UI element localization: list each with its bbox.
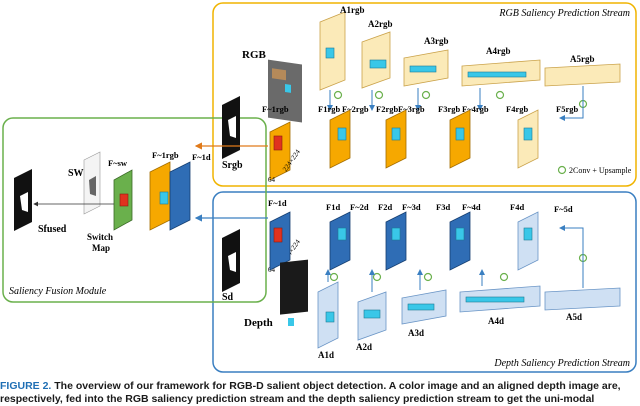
depth-feature-label-8: F4d xyxy=(510,202,524,212)
rgb-feature-label-7: F~4rgb xyxy=(462,104,489,114)
depth-feature-label-1: F~1d xyxy=(268,198,287,208)
depth-feature-label-6: F3d xyxy=(436,202,450,212)
rgb-upsample-node-4 xyxy=(495,90,505,100)
fusion-module-frame xyxy=(2,117,267,303)
caption-text: The overview of our framework for RGB-D … xyxy=(0,380,621,405)
rgb-feature-label-1: F~1rgb xyxy=(262,104,289,114)
depth-input-label: Depth xyxy=(244,317,273,329)
depth-input-image xyxy=(280,259,308,326)
rgb-upsample-node-2 xyxy=(374,90,384,100)
depth-encoder-block-3 xyxy=(401,289,447,325)
fusion-module-title: Saliency Fusion Module xyxy=(9,286,107,297)
depth-upsample-node-1 xyxy=(329,272,339,282)
depth-output-label: Sd xyxy=(222,292,234,303)
depth-encoder-label-1: A1d xyxy=(318,350,334,360)
rgb-encoder-block-5 xyxy=(544,63,621,87)
fusion-depth-block xyxy=(169,161,191,231)
depth-feature-label-7: F~4d xyxy=(462,202,481,212)
rgb-feature-label-5: F~3rgb xyxy=(398,104,425,114)
switch-map-label-1: Switch xyxy=(87,232,113,242)
fusion-rgb-block xyxy=(149,161,171,231)
depth-decoder-block-2 xyxy=(329,211,351,271)
depth-encoder-block-5 xyxy=(544,287,621,311)
rgb-decoder-block-1 xyxy=(269,121,291,181)
rgb-decoder-block-4 xyxy=(449,109,471,169)
depth-feature-label-3: F~2d xyxy=(350,202,369,212)
switch-map-label-2: Map xyxy=(92,243,110,253)
depth-decoder-block-3 xyxy=(385,211,407,271)
framework-diagram: RGB Saliency Prediction Stream Depth Sal… xyxy=(2,2,637,373)
rgb-feature-label-8: F4rgb xyxy=(506,104,528,114)
depth-upsample-node-2 xyxy=(372,272,382,282)
rgb-feature-label-9: F5rgb xyxy=(556,104,578,114)
depth-feature-label-9: F~5d xyxy=(554,204,573,214)
rgb-upsample-node-3 xyxy=(421,90,431,100)
depth-encoder-block-1 xyxy=(317,281,339,349)
caption-label: FIGURE 2. xyxy=(0,380,52,392)
rgb-encoder-label-2: A2rgb xyxy=(368,19,393,29)
rgb-stream-frame xyxy=(212,2,637,187)
fusion-feature-label-sw: F~sw xyxy=(108,158,128,168)
depth-upsample-node-4 xyxy=(499,272,509,282)
fusion-feature-label-rgb: F~1rgb xyxy=(152,150,179,160)
rgb-encoder-block-4 xyxy=(461,59,541,87)
rgb-decoder-block-2 xyxy=(329,109,351,169)
depth-channels-label: 64 xyxy=(268,266,276,274)
depth-upsample-nodes xyxy=(329,253,588,282)
fused-output-label: Sfused xyxy=(38,224,67,235)
rgb-upsample-node-1 xyxy=(333,90,343,100)
rgb-encoder-label-1: A1rgb xyxy=(340,5,365,15)
rgb-feature-label-6: F3rgb xyxy=(438,104,460,114)
upsample-legend-icon xyxy=(557,165,567,175)
depth-feature-label-4: F2d xyxy=(378,202,392,212)
rgb-channels-label: 64 xyxy=(268,176,276,184)
depth-decoder-block-4 xyxy=(449,211,471,271)
rgb-encoder-block-3 xyxy=(403,49,449,87)
depth-encoder-label-3: A3d xyxy=(408,328,424,338)
rgb-output-label: Srgb xyxy=(222,160,243,171)
figure-caption: FIGURE 2. The overview of our framework … xyxy=(0,380,640,406)
rgb-feature-label-4: F2rgb xyxy=(376,104,398,114)
rgb-feature-label-2: F1rgb xyxy=(318,104,340,114)
rgb-encoder-label-5: A5rgb xyxy=(570,54,595,64)
rgb-decoder-block-3 xyxy=(385,109,407,169)
rgb-upsample-nodes xyxy=(333,90,588,109)
depth-stream-title: Depth Saliency Prediction Stream xyxy=(493,358,630,369)
rgb-encoder-block-1 xyxy=(319,11,346,91)
rgb-encoder-label-4: A4rgb xyxy=(486,46,511,56)
fusion-feature-label-depth: F~1d xyxy=(192,152,211,162)
rgb-encoder-label-3: A3rgb xyxy=(424,36,449,46)
depth-decoder-block-5 xyxy=(517,211,539,271)
rgb-feature-label-3: F~2rgb xyxy=(342,104,369,114)
depth-encoder-block-4 xyxy=(459,285,541,313)
rgb-saliency-map xyxy=(222,96,240,159)
sw-label: SW xyxy=(68,168,84,179)
fused-saliency-map xyxy=(14,169,32,231)
depth-decoder-block-1 xyxy=(269,211,291,271)
rgb-encoder-block-2 xyxy=(361,31,391,89)
rgb-stream-title: RGB Saliency Prediction Stream xyxy=(498,8,630,19)
depth-encoder-label-5: A5d xyxy=(566,312,582,322)
depth-encoder-label-4: A4d xyxy=(488,316,504,326)
depth-encoder-label-2: A2d xyxy=(356,342,372,352)
rgb-input-image xyxy=(268,59,302,123)
fusion-sw-block xyxy=(113,169,133,231)
rgb-input-label: RGB xyxy=(242,49,267,61)
switch-map-image xyxy=(83,151,101,215)
depth-encoder-block-2 xyxy=(357,291,387,341)
upsample-legend-label: 2Conv + Upsample xyxy=(569,166,632,175)
depth-feature-label-2: F1d xyxy=(326,202,340,212)
depth-feature-label-5: F~3d xyxy=(402,202,421,212)
depth-upsample-node-3 xyxy=(423,272,433,282)
rgb-decoder-block-5 xyxy=(517,109,539,169)
depth-saliency-map xyxy=(222,229,240,292)
depth-stream-frame xyxy=(212,191,637,373)
